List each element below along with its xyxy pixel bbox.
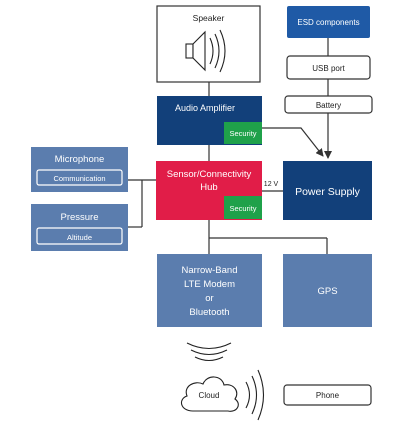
pressure-label: Pressure — [60, 212, 98, 223]
communication-label: Communication — [53, 174, 105, 183]
power-supply-label: Power Supply — [295, 186, 361, 198]
security-badge-bottom-label: Security — [229, 204, 256, 213]
battery-label: Battery — [316, 101, 341, 110]
sensor-hub-label-line2: Hub — [200, 182, 217, 193]
line-amp-to-power — [262, 127, 324, 157]
altitude-chip — [36, 227, 123, 245]
modem-label-line1: Narrow-Band — [182, 265, 238, 276]
communication-chip — [36, 169, 123, 186]
speaker-label: Speaker — [193, 13, 225, 23]
audio-amplifier-label: Audio Amplifier — [175, 103, 235, 113]
modem-box — [157, 254, 262, 327]
speaker-icon — [185, 29, 226, 73]
battery-box — [284, 95, 373, 114]
esd-components-label: ESD components — [297, 18, 359, 27]
gps-box — [283, 254, 372, 327]
security-badge-bottom — [224, 196, 262, 219]
speaker-box — [156, 5, 261, 83]
power-supply-box — [283, 161, 372, 220]
gps-label: GPS — [317, 286, 337, 297]
esd-components-box — [287, 6, 370, 38]
sensor-hub-label-line1: Sensor/Connectivity — [167, 169, 252, 180]
modem-label-line4: Bluetooth — [189, 307, 229, 318]
modem-label-line3: or — [205, 293, 213, 304]
voltage-label: 12 V — [264, 181, 279, 188]
cloud-icon — [180, 376, 239, 412]
modem-label-line2: LTE Modem — [184, 279, 235, 290]
usb-port-label: USB port — [312, 64, 345, 73]
usb-port-box — [286, 55, 371, 80]
security-badge-top-label: Security — [229, 129, 256, 138]
phone-box — [283, 384, 372, 406]
radio-waves-icon — [245, 369, 265, 421]
altitude-label: Altitude — [67, 233, 92, 242]
microphone-label: Microphone — [55, 154, 105, 165]
radio-waves-icon — [186, 342, 232, 362]
security-badge-top — [224, 122, 262, 144]
cloud-label: Cloud — [199, 391, 220, 400]
phone-label: Phone — [316, 391, 340, 400]
connector-lines — [128, 38, 332, 254]
